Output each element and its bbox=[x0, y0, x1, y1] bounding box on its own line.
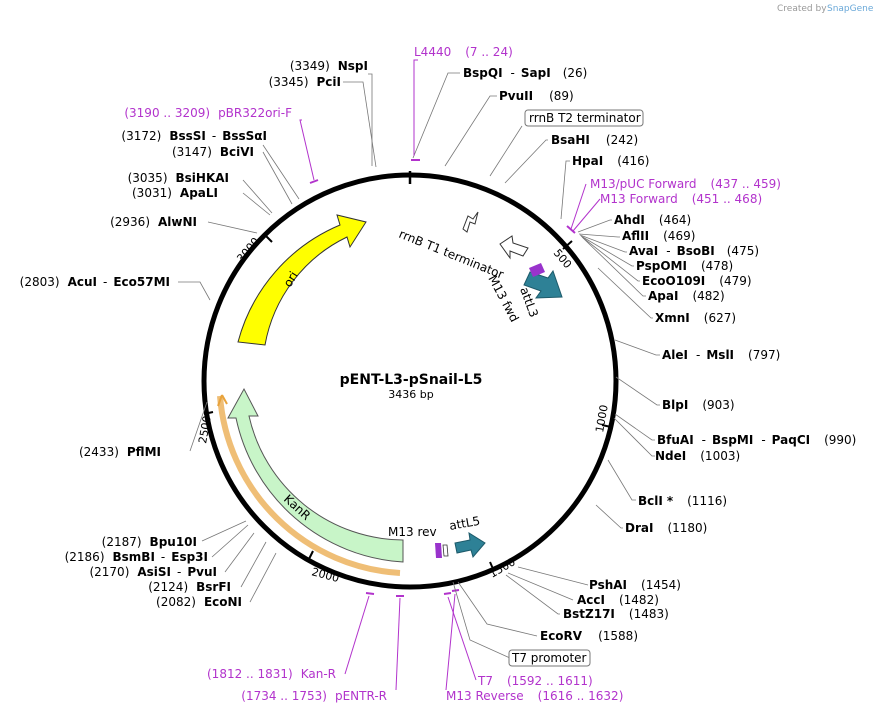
enzyme-ecoo109i[interactable]: EcoO109I(479) bbox=[642, 274, 752, 288]
enzyme-bcivi[interactable]: (3147)BciVI bbox=[172, 145, 254, 159]
m13-fwd-label: M13 fwd bbox=[485, 273, 521, 325]
enzyme-econi[interactable]: (2082)EcoNI bbox=[156, 595, 242, 609]
enzyme-bsssi-bsssai[interactable]: (3172)BssSI-BssSαI bbox=[121, 129, 267, 143]
enzyme-acci[interactable]: AccI(1482) bbox=[577, 593, 659, 607]
primer-m13-puc-forward[interactable]: M13/pUC Forward(437 .. 459) bbox=[590, 177, 781, 191]
enzyme-nspi[interactable]: (3349)NspI bbox=[290, 59, 368, 73]
enzyme-pspomi[interactable]: PspOMI(478) bbox=[636, 259, 733, 273]
rrnb-t2-terminator-arrow[interactable] bbox=[462, 211, 479, 233]
enzyme-blpi[interactable]: BlpI(903) bbox=[662, 398, 735, 412]
attl5-label: attL5 bbox=[448, 514, 481, 533]
attl3-feature[interactable] bbox=[523, 269, 563, 299]
primer-pbr322ori-f[interactable]: (3190 .. 3209)pBR322ori-F bbox=[124, 106, 292, 120]
enzyme-leaders bbox=[178, 72, 660, 659]
kan-r-outline-head bbox=[217, 394, 228, 407]
enzyme-hpai[interactable]: HpaI(416) bbox=[572, 154, 649, 168]
enzyme-ecorv[interactable]: EcoRV(1588) bbox=[540, 629, 638, 643]
m13-fwd-feature[interactable] bbox=[529, 263, 545, 277]
enzyme-avai-bsobi[interactable]: AvaI-BsoBI(475) bbox=[629, 244, 759, 258]
ori-feature[interactable] bbox=[237, 214, 367, 346]
enzyme-bstz17i[interactable]: BstZ17I(1483) bbox=[563, 607, 669, 621]
rrnb-t1-label: rrnB T1 terminator bbox=[397, 227, 506, 282]
plasmid-name: pENT-L3-pSnail-L5 bbox=[340, 372, 483, 388]
brand-created-by: Created by bbox=[777, 4, 827, 14]
brand-snapgene[interactable]: SnapGene bbox=[827, 4, 874, 14]
enzyme-alwni[interactable]: (2936)AlwNI bbox=[110, 215, 197, 229]
enzyme-ahdi[interactable]: AhdI(464) bbox=[614, 213, 691, 227]
m13-rev-feature[interactable] bbox=[435, 543, 442, 558]
enzyme-asisi-pvui[interactable]: (2170)AsiSI-PvuI bbox=[89, 565, 217, 579]
enzyme-alei-msli[interactable]: AleI-MslI(797) bbox=[662, 348, 780, 362]
kan-r-feature[interactable] bbox=[227, 387, 404, 563]
rrnb-t1-terminator-arrow[interactable] bbox=[499, 235, 529, 260]
enzyme-bsmbi-esp3i[interactable]: (2186)BsmBI-Esp3I bbox=[65, 550, 208, 564]
rrnb-t2-box bbox=[524, 109, 644, 127]
primer-m13-forward[interactable]: M13 Forward(451 .. 468) bbox=[600, 192, 762, 206]
enzyme-labels-right: BspQI-SapI(26) PvuII(89) BsaHI(242) HpaI… bbox=[463, 66, 856, 643]
attl5-feature[interactable] bbox=[454, 532, 486, 559]
enzyme-xmni[interactable]: XmnI(627) bbox=[655, 311, 736, 325]
kan-r-primer-outline bbox=[217, 395, 401, 576]
primer-labels: L4440(7 .. 24) (3190 .. 3209)pBR322ori-F… bbox=[124, 45, 781, 703]
m13-rev-label: M13 rev bbox=[388, 525, 437, 539]
enzyme-acui-eco57mi[interactable]: (2803)AcuI-Eco57MI bbox=[20, 275, 170, 289]
enzyme-ndei[interactable]: NdeI(1003) bbox=[655, 449, 740, 463]
primer-t7[interactable]: T7(1592 .. 1611) bbox=[477, 674, 593, 688]
ring-ticks bbox=[203, 234, 612, 572]
enzyme-pshai[interactable]: PshAI(1454) bbox=[589, 578, 681, 592]
primer-m13-reverse[interactable]: M13 Reverse(1616 .. 1632) bbox=[446, 689, 623, 703]
enzyme-drai[interactable]: DraI(1180) bbox=[625, 521, 707, 535]
t7-promoter-arrow[interactable] bbox=[442, 544, 449, 557]
enzyme-apali[interactable]: (3031)ApaLI bbox=[132, 186, 218, 200]
plasmid-size: 3436 bp bbox=[388, 388, 433, 401]
enzyme-bspqi-sapi[interactable]: BspQI-SapI(26) bbox=[463, 66, 587, 80]
tick-2500: 2500 bbox=[196, 415, 214, 445]
primer-pentr-r[interactable]: (1734 .. 1753)pENTR-R bbox=[241, 689, 387, 703]
enzyme-bsahi[interactable]: BsaHI(242) bbox=[551, 133, 638, 147]
enzyme-bsihkai[interactable]: (3035)BsiHKAI bbox=[128, 171, 229, 185]
primer-leaders bbox=[299, 59, 601, 691]
enzyme-aflii[interactable]: AflII(469) bbox=[622, 229, 695, 243]
enzyme-pvuii[interactable]: PvuII(89) bbox=[499, 89, 574, 103]
t7-promoter-box bbox=[508, 649, 591, 667]
tick-1500: 1500 bbox=[487, 555, 518, 580]
rrnb-t2-label: rrnB T2 terminator bbox=[529, 111, 641, 125]
primer-marks bbox=[309, 159, 576, 597]
enzyme-pflmi[interactable]: (2433)PflMI bbox=[79, 445, 161, 459]
enzyme-bfuai-bspmi-paqci[interactable]: BfuAI-BspMI-PaqCI(990) bbox=[657, 433, 856, 447]
tick-2000: 2000 bbox=[310, 565, 340, 585]
enzyme-apai[interactable]: ApaI(482) bbox=[648, 289, 725, 303]
t7-promoter-label: T7 promoter bbox=[511, 651, 587, 665]
enzyme-bsrfi[interactable]: (2124)BsrFI bbox=[148, 580, 231, 594]
primer-kan-r[interactable]: (1812 .. 1831)Kan-R bbox=[207, 667, 336, 681]
enzyme-labels-left: (3349)NspI (3345)PciI (3172)BssSI-BssSαI… bbox=[20, 59, 368, 609]
enzyme-pcii[interactable]: (3345)PciI bbox=[269, 75, 341, 89]
enzyme-bpu10i[interactable]: (2187)Bpu10I bbox=[102, 535, 197, 549]
tick-1000: 1000 bbox=[593, 404, 611, 434]
primer-l4440[interactable]: L4440(7 .. 24) bbox=[414, 45, 513, 59]
enzyme-bcli[interactable]: BclI*(1116) bbox=[638, 494, 727, 508]
